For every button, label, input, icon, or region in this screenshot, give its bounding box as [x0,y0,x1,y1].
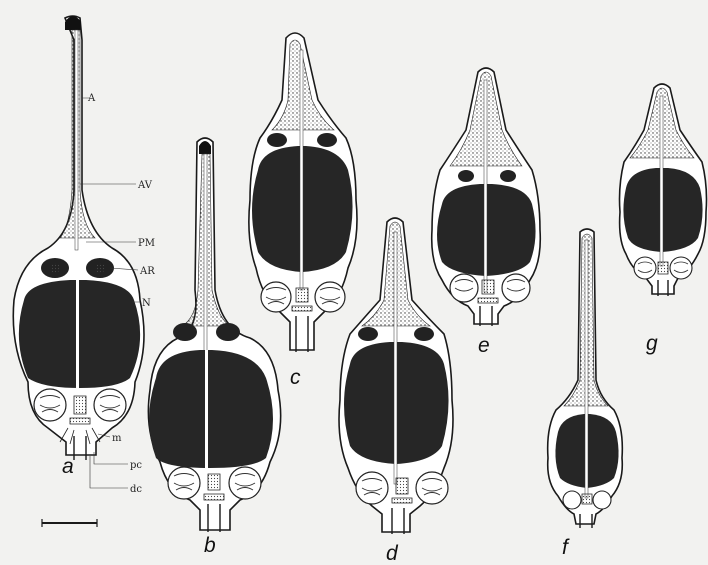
label-dc: dc [130,484,142,495]
label-m: m [112,433,122,444]
cell-e-ring-right [500,170,516,182]
cell-d-ring-left [358,327,378,341]
panel-label-e: e [478,334,490,357]
panel-label-b: b [204,534,216,557]
cell-f-axial-rod [585,240,588,498]
cell-a-nuclear-channel [76,280,79,388]
cell-f-mito-right [593,491,611,509]
panel-label-g: g [646,332,658,355]
label-N: N [142,298,151,309]
panel-label-c: c [290,366,301,389]
cell-f: f [548,229,623,559]
cell-d-ring-right [414,327,434,341]
cell-a-mitochondrion-right [94,389,126,421]
cell-b-ring-left [173,323,197,341]
cell-c: c [249,33,357,389]
cell-e-axial-rod [484,80,487,292]
cell-b-ring-right [216,323,240,341]
label-AV: AV [137,180,153,191]
cell-a-ar-vesicle-right [95,263,105,273]
cell-g-mito-left [634,257,656,279]
cell-f-mito-left [563,491,581,509]
cell-g-centrioles [658,262,668,274]
cell-e-ring-left [458,170,474,182]
cell-f-centrioles [582,494,592,504]
cell-a-mitochondrion-left [34,389,66,421]
cell-e: e [432,68,541,357]
cell-a: A AV PM AR N m pc dc a [13,16,155,495]
label-AR: AR [139,266,155,277]
cell-a-nucleus [19,280,140,388]
cell-a-ar-vesicle-left [50,263,60,273]
panel-label-f: f [562,536,570,559]
cell-e-mito-left [450,274,478,302]
label-PM: PM [138,238,155,249]
cell-d-axial-rod [394,232,397,484]
cell-d-mito-left [356,472,388,504]
cell-b-mito-right [229,467,261,499]
panel-label-d: d [386,542,399,565]
cell-e-mito-right [502,274,530,302]
label-A: A [87,93,96,104]
cell-g: g [620,84,707,355]
cell-c-mito-right [315,282,345,312]
cell-c-mito-left [261,282,291,312]
cell-c-ring-right [317,133,337,147]
cell-d: d [339,218,453,565]
cell-d-mito-right [416,472,448,504]
cell-b-nuclear-channel [205,350,208,468]
panel-label-a: a [62,455,74,478]
cell-g-axial-rod [660,96,663,266]
cell-c-axial-rod [300,50,303,290]
cell-g-mito-right [670,257,692,279]
cell-a-axial-rod [75,30,78,250]
cell-b-nucleus [149,350,273,468]
label-pc: pc [130,460,142,471]
cell-c-ring-left [267,133,287,147]
cell-b-mito-left [168,467,200,499]
